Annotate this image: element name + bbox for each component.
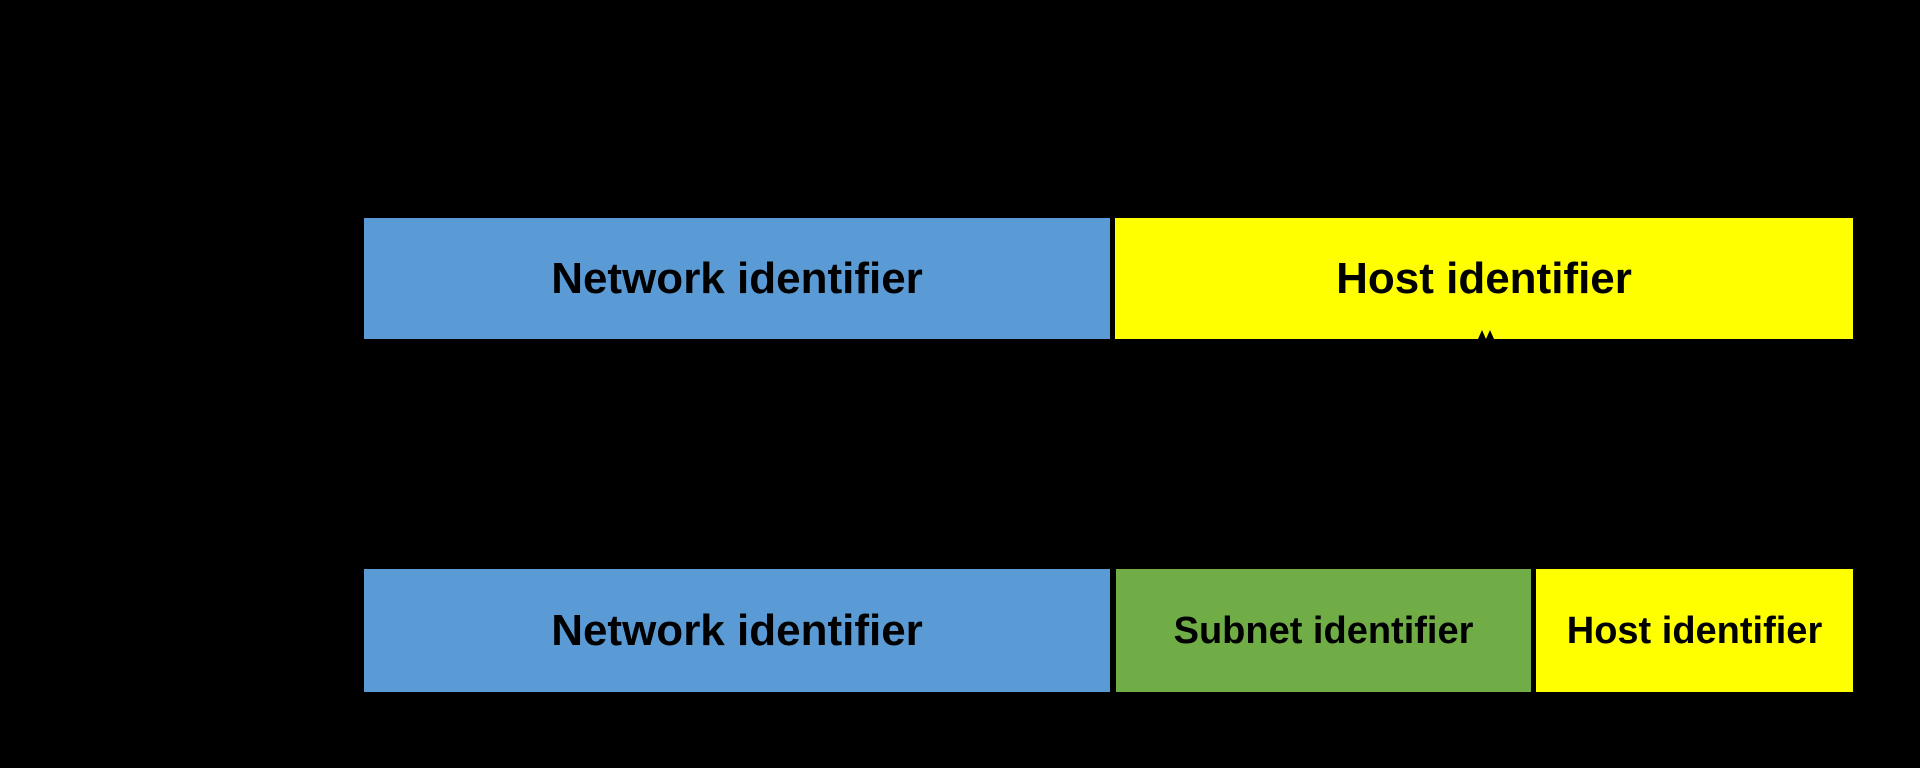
row1-host-identifier-label: Host identifier xyxy=(1336,253,1632,303)
row2-network-identifier-segment: Network identifier xyxy=(364,569,1110,692)
row2-host-identifier-label: Host identifier xyxy=(1566,609,1823,652)
row1-network-identifier-label: Network identifier xyxy=(551,253,923,303)
row2-subnet-identifier-segment: Subnet identifier xyxy=(1116,569,1531,692)
row2-network-identifier-label: Network identifier xyxy=(551,605,923,655)
row1-network-identifier-segment: Network identifier xyxy=(364,218,1110,339)
row2-host-identifier-segment: Host identifier xyxy=(1536,569,1853,692)
row2-subnet-identifier-label: Subnet identifier xyxy=(1173,609,1474,652)
row1-host-identifier-segment: Host identifier xyxy=(1115,218,1853,339)
